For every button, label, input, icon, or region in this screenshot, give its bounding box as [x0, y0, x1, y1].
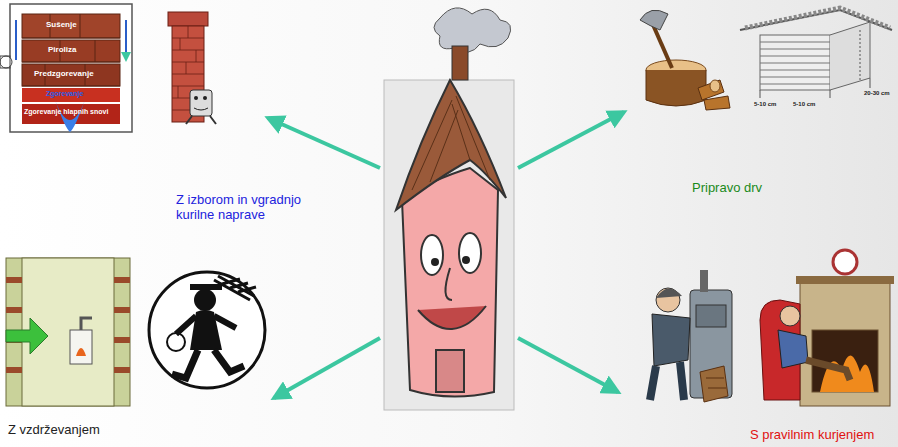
caption-text: S pravilnim kurjenjem: [750, 428, 898, 443]
stove-section-part: [22, 14, 120, 86]
chimney-sweep-part: [172, 350, 244, 378]
pointer-arrows-part: [268, 118, 380, 168]
chimney-figure-part: [203, 96, 207, 100]
chimney-sweep: [149, 272, 265, 388]
woodpile-part: [860, 30, 861, 80]
stove-section-part: [22, 14, 120, 38]
woodpile-part: [760, 78, 870, 98]
chimney-figure-part: [190, 90, 212, 116]
boiler-man-part: [706, 378, 726, 388]
stage-label: Predzgorevanje: [34, 69, 114, 78]
house-character-part: [434, 8, 511, 52]
dimension-label: 5-10 cm: [793, 101, 833, 108]
stage-label: Zgorevanje hlapnih snovi: [24, 108, 128, 116]
stove-section-part: [0, 56, 10, 68]
caption-text: Pripravo drv: [692, 181, 812, 196]
boiler-man-part: [650, 362, 684, 400]
wall-section-part: [76, 348, 86, 356]
chimney-sweep-part: [190, 284, 222, 290]
house-character-part: [452, 46, 468, 80]
fireplace-man-part: [796, 276, 894, 284]
woodpile-part: [760, 35, 830, 90]
house-character-part: [384, 80, 514, 410]
caption-text: Z izborom in vgradnjo kurilne naprave: [176, 193, 311, 223]
axe-stump-part: [698, 80, 730, 110]
dimension-label: 5-10 cm: [754, 101, 794, 108]
stove-section-part: [22, 88, 120, 102]
stove-section-part: [22, 64, 120, 86]
house-character-part: [462, 256, 470, 264]
stove-section-part: [55, 100, 85, 132]
chimney-figure: [168, 12, 216, 124]
wall-section-part: [70, 330, 92, 364]
chimney-figure-part: [194, 96, 198, 100]
wall-section-part: [6, 258, 130, 406]
fireplace-man-part: [800, 282, 890, 406]
boiler-man-part: [700, 366, 728, 402]
axe-stump-part: [710, 80, 720, 92]
boiler-man-part: [656, 288, 682, 298]
chimney-sweep-part: [149, 272, 265, 388]
house-character-part: [459, 233, 481, 273]
wall-section-part: [81, 318, 92, 330]
stove-section-part: [22, 40, 120, 62]
fireplace-man: [760, 250, 894, 406]
wall-section-part: [6, 280, 130, 370]
stage-label: Sušenje: [46, 20, 106, 29]
boiler-man-part: [696, 305, 726, 327]
chimney-figure-part: [168, 12, 208, 26]
fireplace-man-part: [778, 330, 808, 368]
axe-stump: [640, 10, 730, 110]
house-character-part: [418, 306, 486, 329]
dimension-label: 20-30 cm: [864, 90, 898, 97]
wall-section-part: [6, 318, 48, 354]
woodpile-part: [830, 22, 870, 90]
chimney-sweep-part: [194, 289, 216, 311]
house-character-part: [436, 350, 464, 392]
house-character-part: [421, 235, 443, 275]
house-character: [384, 8, 514, 410]
wall-section: [6, 258, 130, 406]
axe-stump-part: [646, 70, 706, 106]
woodpile-part: [760, 42, 830, 84]
boiler-man-part: [700, 270, 708, 292]
boiler-man: [650, 270, 732, 402]
chimney-figure-part: [194, 108, 208, 110]
pointer-arrows-part: [518, 338, 618, 392]
chimney-figure-part: [186, 116, 216, 124]
house-character-part: [402, 168, 498, 397]
pointer-arrows-part: [274, 338, 380, 398]
stove-section-part: [10, 4, 132, 132]
stove-section-part: [16, 20, 126, 60]
fireplace-man-part: [780, 306, 800, 326]
axe-stump-part: [640, 10, 668, 30]
boiler-man-part: [652, 314, 690, 366]
house-character-part: [396, 80, 506, 210]
stove-section-part: [0, 56, 12, 68]
caption-text: Z vzdrževanjem: [8, 423, 148, 438]
pointer-arrows-part: [518, 112, 624, 168]
fireplace-man-part: [806, 360, 850, 380]
fireplace-man-part: [833, 250, 857, 274]
house-character-part: [431, 258, 439, 266]
house-character-part: [445, 268, 452, 300]
stage-label: Zgorevanje: [46, 90, 106, 98]
woodpile: [740, 8, 892, 98]
stove-section: [0, 4, 132, 132]
chimney-sweep-part: [167, 333, 185, 351]
chimney-sweep-part: [176, 316, 236, 334]
house-character-part: [412, 96, 490, 190]
stage-label: Piroliza: [48, 45, 108, 54]
